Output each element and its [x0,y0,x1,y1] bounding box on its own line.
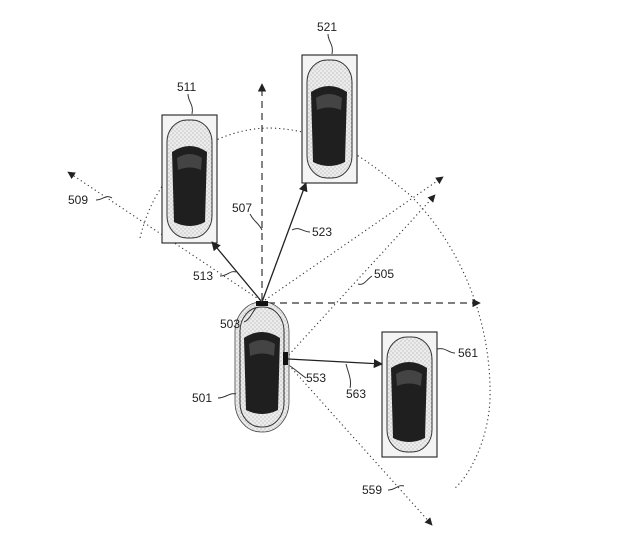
side-sensor-553 [283,352,288,365]
label-513: 513 [193,269,213,283]
leader-561 [436,348,456,354]
label-563: 563 [346,387,366,401]
label-561: 561 [458,346,478,360]
distance-arrow-563 [287,358,383,369]
leader-563 [345,363,351,389]
leader-553 [289,365,307,379]
label-553: 553 [306,371,326,385]
fov-boundary-side-lower [285,361,433,526]
leader-503 [243,307,257,323]
leader-559 [387,485,405,491]
leader-511 [187,93,193,115]
ego-vehicle [234,301,290,433]
front-sensor-503 [256,301,268,306]
fov-boundary-upper-right [264,176,444,301]
leader-507 [249,213,263,231]
label-507: 507 [232,201,252,215]
vehicle-511 [166,119,213,239]
leader-521 [327,33,333,55]
label-501: 501 [192,391,212,405]
label-521: 521 [317,20,337,34]
leader-523 [291,228,311,233]
leader-513 [219,271,237,277]
fov-boundary-left [67,171,261,301]
label-509: 509 [68,193,88,207]
vehicle-521 [306,59,353,179]
distance-arrow-513 [211,241,263,303]
vehicle-561 [386,336,433,453]
label-503: 503 [220,317,240,331]
label-523: 523 [312,225,332,239]
label-505: 505 [374,267,394,281]
leader-505 [357,275,373,285]
leader-501 [217,393,237,399]
leader-509 [95,196,113,201]
distance-arrow-523 [261,182,308,303]
label-559: 559 [362,483,382,497]
label-511: 511 [177,80,196,94]
